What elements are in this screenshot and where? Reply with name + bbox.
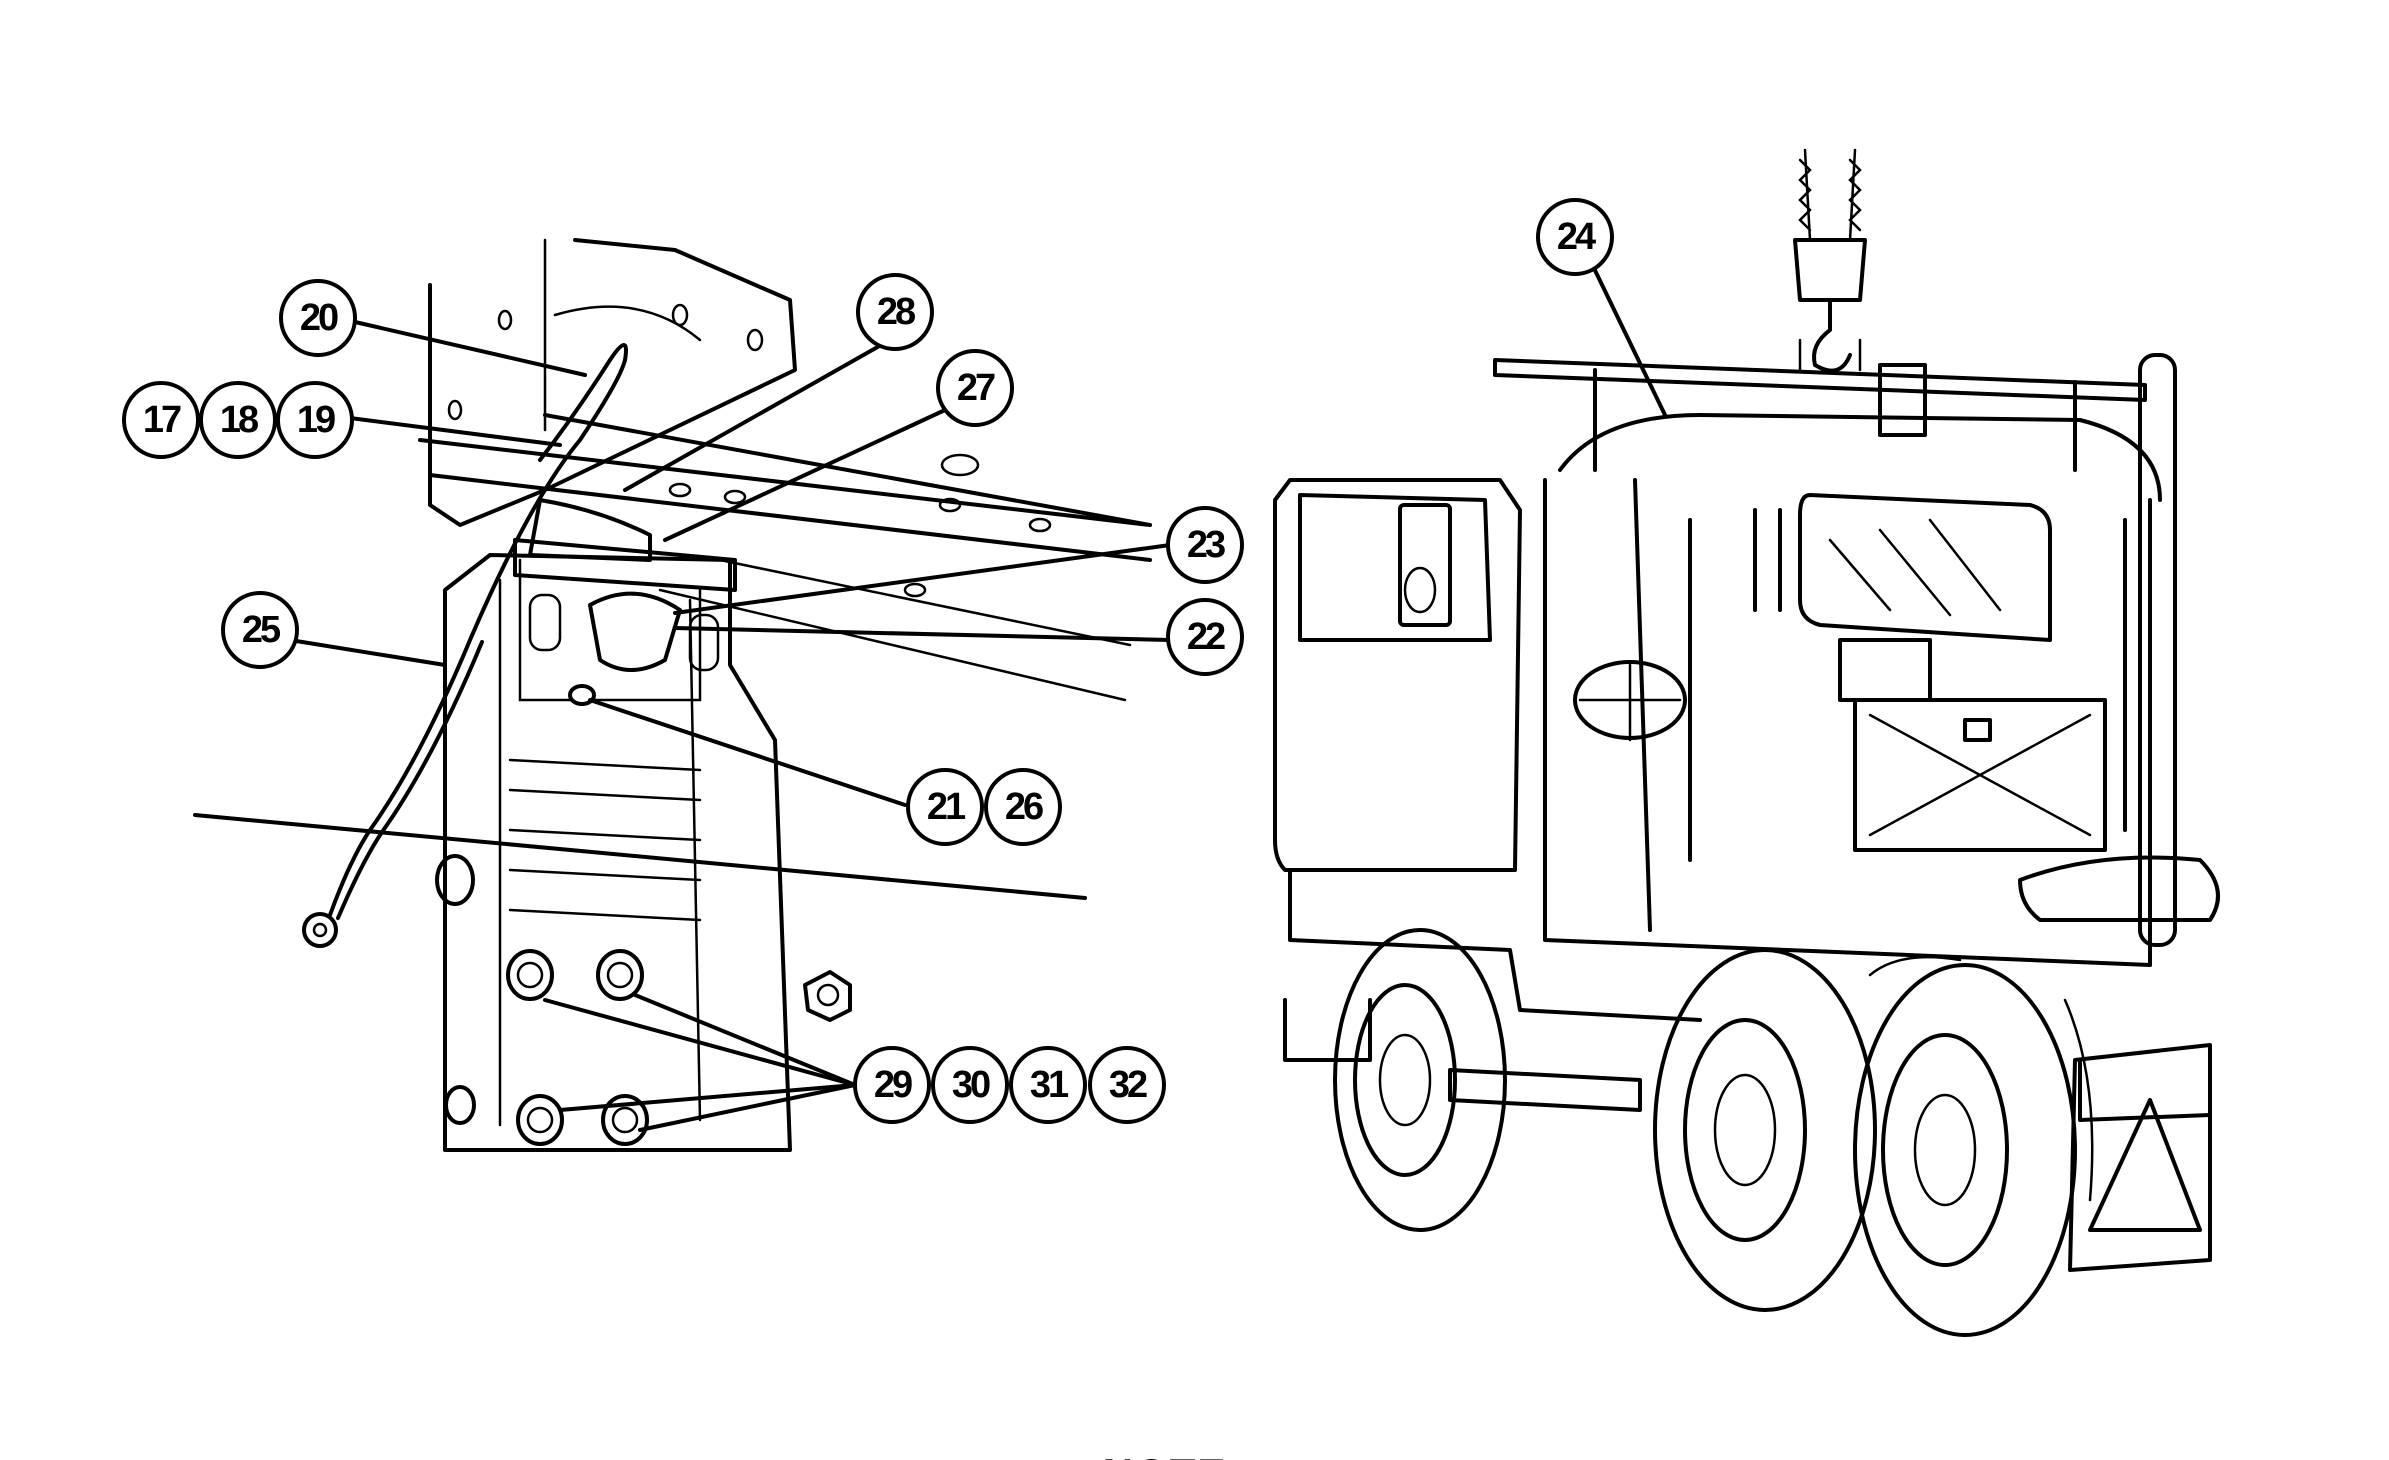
mount-bolts xyxy=(444,949,852,1146)
callout-24: 24 xyxy=(1536,198,1614,276)
callout-28: 28 xyxy=(856,273,934,351)
front-wheel xyxy=(1333,928,1507,1232)
svg-text:29: 29 xyxy=(874,1064,912,1106)
hoist-hook xyxy=(1793,148,1867,373)
callout-19: 19 xyxy=(276,381,354,459)
svg-text:22: 22 xyxy=(1187,616,1225,658)
svg-text:21: 21 xyxy=(927,786,966,828)
svg-text:25: 25 xyxy=(242,609,281,651)
callout-21: 21 xyxy=(906,768,984,846)
svg-text:26: 26 xyxy=(1005,786,1043,828)
svg-text:28: 28 xyxy=(877,291,915,333)
truck-cab-view xyxy=(1273,148,2220,1337)
open-door xyxy=(1273,478,1522,872)
callouts: 20 17 18 19 28 27 23 22 xyxy=(122,198,1614,1124)
callout-22: 22 xyxy=(1166,598,1244,676)
callout-26: 26 xyxy=(984,768,1062,846)
rear-wheels xyxy=(1653,948,2094,1337)
callout-31: 31 xyxy=(1009,1046,1087,1124)
svg-text:32: 32 xyxy=(1109,1064,1147,1106)
callout-20: 20 xyxy=(279,279,357,357)
leader-lines xyxy=(288,258,1667,1132)
svg-text:17: 17 xyxy=(143,399,181,441)
callout-18: 18 xyxy=(199,381,277,459)
svg-text:31: 31 xyxy=(1030,1064,1069,1106)
callout-23: 23 xyxy=(1166,506,1244,584)
callout-17: 17 xyxy=(122,381,200,459)
svg-text:20: 20 xyxy=(300,297,338,339)
svg-text:18: 18 xyxy=(220,399,258,441)
frame-rail-holes xyxy=(668,453,1052,598)
callout-30: 30 xyxy=(931,1046,1009,1124)
ground-strap xyxy=(302,343,628,948)
svg-text:30: 30 xyxy=(952,1064,990,1106)
callout-32: 32 xyxy=(1088,1046,1166,1124)
svg-text:27: 27 xyxy=(957,367,995,409)
svg-text:19: 19 xyxy=(297,399,335,441)
callout-29: 29 xyxy=(853,1046,931,1124)
note-heading: NOTE xyxy=(1103,1450,1228,1460)
callout-27: 27 xyxy=(936,349,1014,427)
svg-text:23: 23 xyxy=(1187,524,1225,566)
svg-text:24: 24 xyxy=(1557,216,1596,258)
callout-25: 25 xyxy=(221,591,299,669)
mount-bracket-detail xyxy=(193,238,1152,1152)
